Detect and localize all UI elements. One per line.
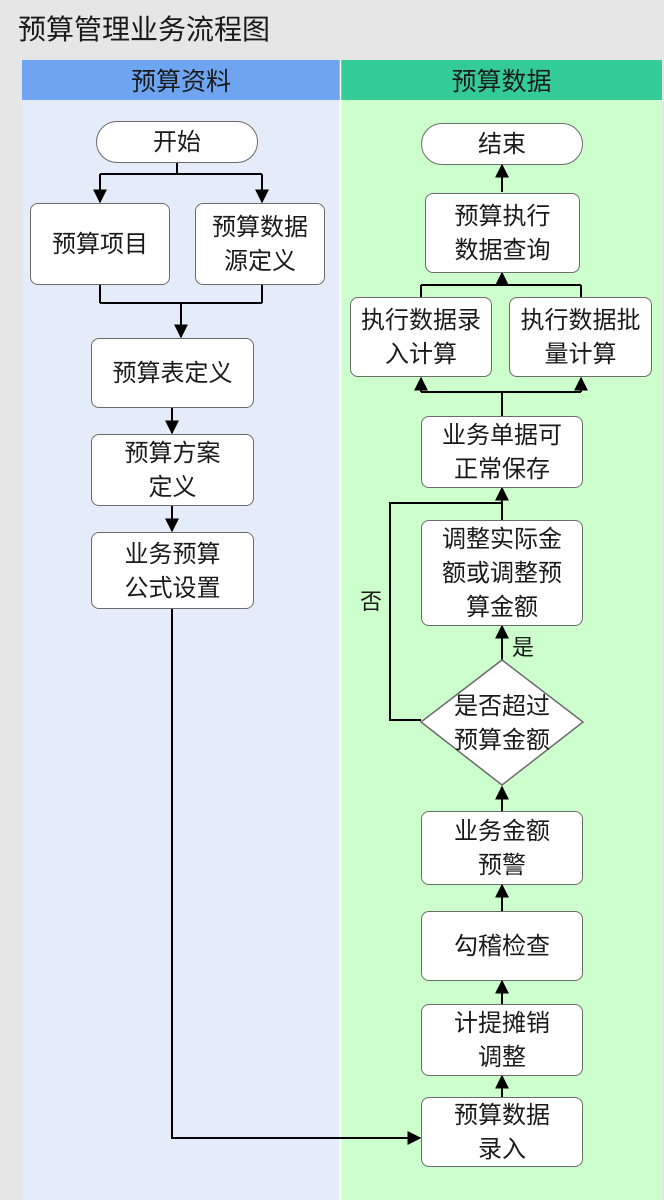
node-data-source-def: 预算数据 源定义 <box>195 203 325 285</box>
node-data-entry: 预算数据 录入 <box>421 1097 583 1167</box>
edge-decision-no <box>389 502 502 721</box>
page-title: 预算管理业务流程图 <box>18 13 271 46</box>
node-formula-setup: 业务预算 公式设置 <box>91 532 254 609</box>
node-batch-calc: 执行数据批 量计算 <box>509 297 652 377</box>
node-amount-warning: 业务金额 预警 <box>421 811 583 885</box>
lane-left-header <box>22 60 340 100</box>
node-budget-item: 预算项目 <box>30 203 170 285</box>
node-scheme-def: 预算方案 定义 <box>91 434 254 506</box>
node-adjust-amount: 调整实际金 额或调整预 算金额 <box>421 520 583 626</box>
edge-label-yes: 是 <box>512 636 535 661</box>
node-table-def: 预算表定义 <box>91 338 254 408</box>
lane-right-header <box>341 60 662 100</box>
node-end: 结束 <box>421 123 583 165</box>
node-exec-query: 预算执行 数据查询 <box>425 193 580 273</box>
node-over-budget: 是否超过 预算金额 <box>454 691 550 754</box>
edge-formula-to-data-entry <box>171 608 422 1145</box>
lane-title-left: 预算资料 <box>130 67 231 96</box>
node-entry-calc: 执行数据录 入计算 <box>350 297 492 377</box>
node-start: 开始 <box>96 121 258 163</box>
node-reconcile-check: 勾稽检查 <box>421 911 583 981</box>
node-doc-save: 业务单据可 正常保存 <box>421 416 583 488</box>
node-accrual-adjust: 计提摊销 调整 <box>421 1004 583 1076</box>
edge-label-no: 否 <box>360 590 383 615</box>
lane-title-right: 预算数据 <box>451 67 552 96</box>
decision-diamond <box>419 659 585 786</box>
